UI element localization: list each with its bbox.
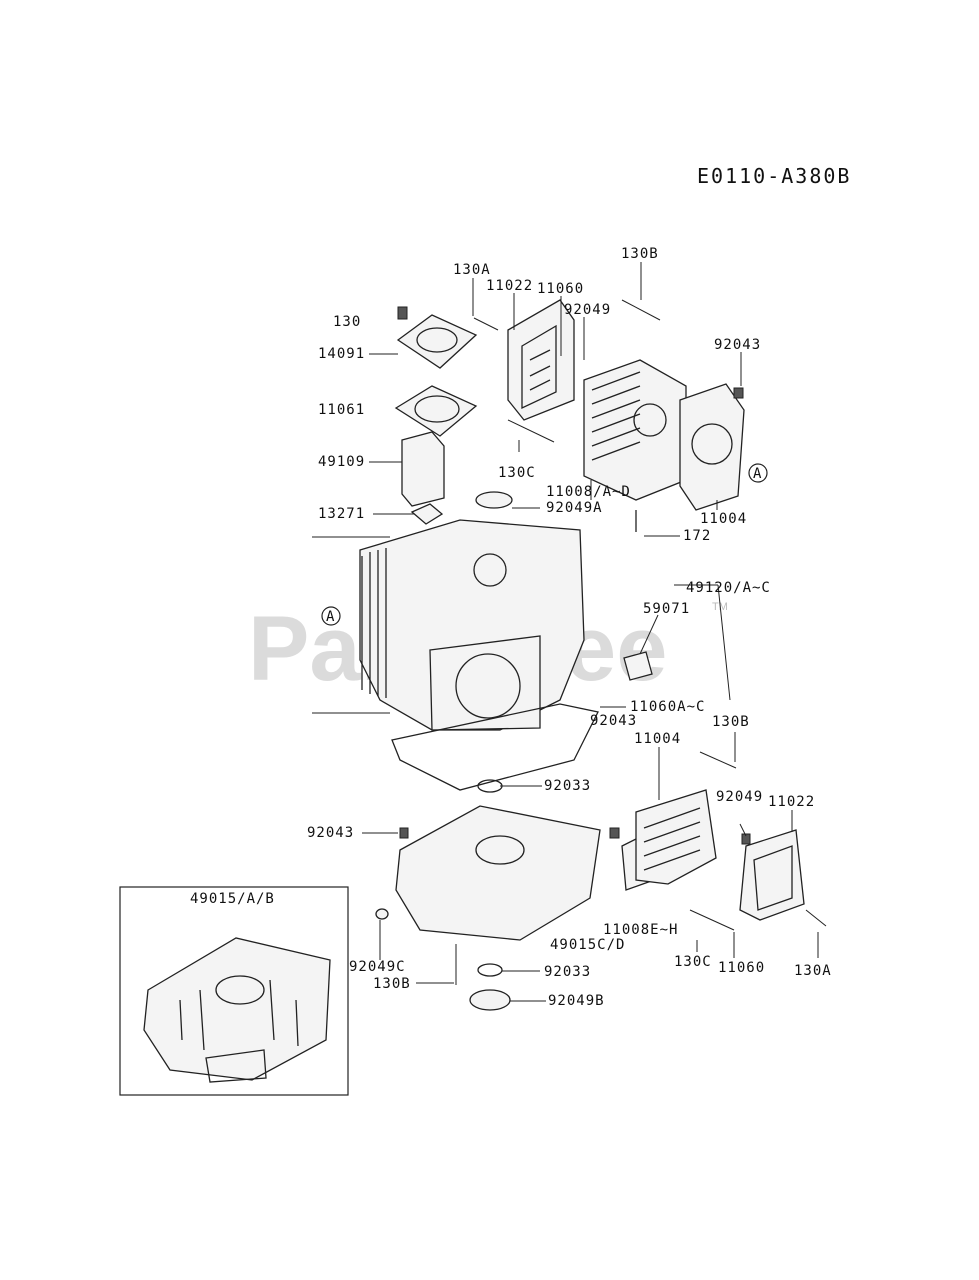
reference-marker-right: A: [748, 463, 768, 483]
bolt-130C-right: [689, 909, 735, 931]
label-92033-a: 92033: [544, 778, 591, 794]
bolt-130C-upper: [507, 419, 555, 443]
filter-59071: [623, 651, 653, 681]
gasket-14091: [396, 314, 478, 369]
cover-body: [395, 805, 601, 941]
plate-13271: [410, 503, 444, 525]
label-11022: 11022: [486, 278, 533, 294]
cylinder-head-right: [609, 751, 827, 931]
label-11022-mid: 11022: [768, 794, 815, 810]
label-59071: 59071: [643, 601, 690, 617]
label-49120: 49120/A~C: [686, 580, 771, 596]
label-92043: 92043: [714, 337, 761, 353]
seal-92049B: [469, 989, 511, 1011]
label-11004-mid: 11004: [634, 731, 681, 747]
plate-11061: [394, 385, 478, 437]
svg-text:A: A: [753, 466, 762, 482]
dowel-92043-mid: [609, 827, 620, 839]
label-130C: 130C: [498, 465, 536, 481]
label-14091: 14091: [318, 346, 365, 362]
cylinder-head-upper: [583, 299, 745, 532]
label-92049A: 92049A: [546, 500, 603, 516]
seal-92049-mid: [741, 833, 751, 845]
label-92049B: 92049B: [548, 993, 605, 1009]
label-13271: 13271: [318, 506, 365, 522]
label-11004: 11004: [700, 511, 747, 527]
label-11061: 11061: [318, 402, 365, 418]
bolt-130A-upper: [473, 317, 499, 331]
label-11008EH: 11008E~H: [603, 922, 678, 938]
part-labels: 130A 11022 11060 130B 92049 130 14091 92…: [307, 246, 832, 1009]
cover-11022-right: [739, 829, 805, 921]
label-92033-b: 92033: [544, 964, 591, 980]
label-172: 172: [683, 528, 711, 544]
label-130B-bottom: 130B: [373, 976, 411, 992]
label-130B-mid: 130B: [712, 714, 750, 730]
label-11008: 11008/A~D: [546, 484, 631, 500]
head-11008EH: [635, 789, 717, 885]
gasket-11004-upper: [679, 383, 745, 511]
oring-92033-b: [477, 963, 503, 977]
crankcase-49120: [359, 491, 653, 731]
label-11060: 11060: [537, 281, 584, 297]
label-130: 130: [333, 314, 361, 330]
label-92049-mid: 92049: [716, 789, 763, 805]
inset-label: 49015/A/B: [190, 891, 275, 907]
bolt-130: [397, 306, 408, 320]
filter-element-49109: [401, 431, 445, 507]
dowel-92043-upper: [733, 387, 744, 399]
dowel-92043-left: [399, 827, 409, 839]
label-130A: 130A: [453, 262, 491, 278]
bolt-130A-right: [805, 909, 827, 927]
bolt-130B-mid: [699, 751, 737, 769]
label-92049C: 92049C: [349, 959, 406, 975]
reference-marker-left: A: [321, 606, 341, 626]
svg-text:A: A: [326, 609, 335, 625]
label-11060-bottom: 11060: [718, 960, 765, 976]
leader-lines: [312, 262, 819, 1002]
label-92049: 92049: [564, 302, 611, 318]
seal-92049A: [475, 491, 513, 509]
label-92043-left: 92043: [307, 825, 354, 841]
bolt-130B-upper: [621, 299, 661, 321]
label-49015CD: 49015C/D: [550, 937, 625, 953]
label-11060AC: 11060A~C: [630, 699, 705, 715]
gasket-11060A: [391, 703, 599, 791]
inset-box: 49015/A/B: [119, 886, 349, 1096]
cover-11022-upper: [507, 299, 575, 421]
label-49109: 49109: [318, 454, 365, 470]
label-130B: 130B: [621, 246, 659, 262]
label-130A-bottom: 130A: [794, 963, 832, 979]
crankcase-cover-49015: [375, 779, 601, 1011]
label-92043-mid: 92043: [590, 713, 637, 729]
cover-upper-group: [473, 299, 575, 443]
diagram-code: E0110-A380B: [697, 164, 851, 188]
label-130C-bottom: 130C: [674, 954, 712, 970]
inset-cover-illustration: [143, 937, 331, 1083]
air-cleaner-group: [394, 306, 478, 525]
seal-92049C: [375, 908, 389, 920]
